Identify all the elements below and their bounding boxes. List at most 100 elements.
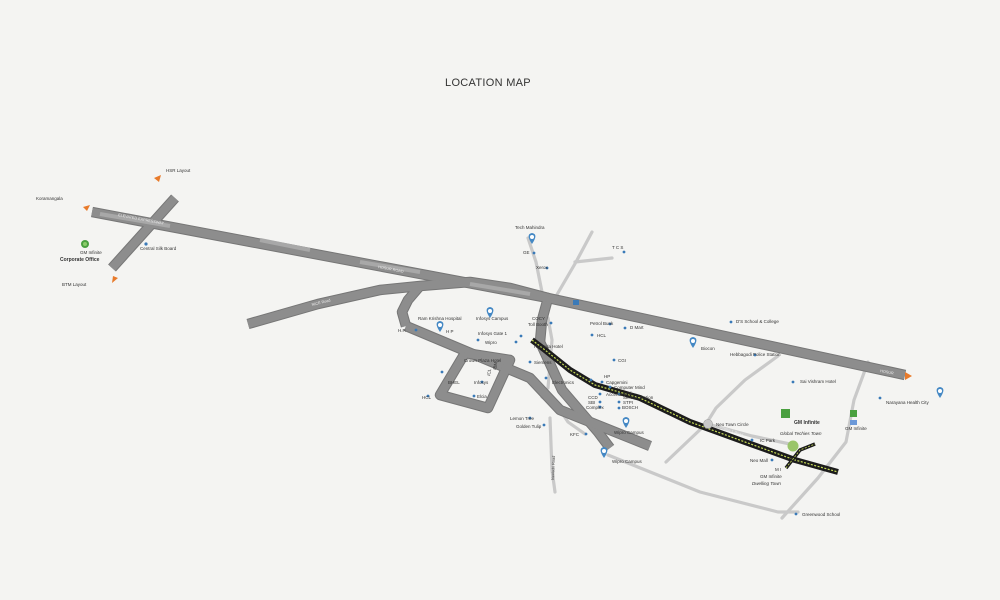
place-biocon: Biocon [701,346,715,351]
place-mind: Computer Mind [614,385,645,390]
arrow-hsr-icon [154,175,161,182]
road-narayana [780,360,870,520]
project-e-city[interactable]: GM Infinite [845,410,867,431]
place-hp-3: HP [604,374,610,379]
road-greenwood [606,453,800,514]
project-dwelling-label: Dwelling Town [752,481,781,486]
place-ibm: IBM [492,361,498,370]
place-hp-1: H.P. [398,328,406,333]
place-elcia: Elcia [477,394,487,399]
place-hcl-1: HCL [597,333,606,338]
place-ramada: Ramada Hotel [534,344,563,349]
arrow-btm-icon [112,276,118,283]
project-ecity-badge-icon [850,420,857,425]
project-dwelling[interactable]: GM Infinite Dwelling Town [752,440,799,487]
btm-layout-label: BTM Layout [62,282,87,287]
hp-pin-icon [436,321,444,332]
place-ca-tech: Capgemini [606,380,628,385]
place-hcl-2: HCL [422,395,431,400]
nice-road [246,277,550,329]
road-neeladri [548,416,557,494]
place-cocy: COCY [532,316,545,321]
place-xerox: Xerox [536,265,549,270]
phase-road-main [535,296,614,451]
project-gt-label: Global Techies Town [780,431,822,436]
hosur-road-label: HOSUR ROAD [378,265,404,274]
project-ecity-label: GM Infinite [845,426,867,431]
place-golden-tulip: Golden Tulip [516,424,542,429]
gm-infinite-logo-icon [81,240,89,248]
project-ecity-logo-icon [850,410,857,417]
koramangala-label: Koramangala [36,196,63,201]
road-neo-south [664,422,708,464]
place-service-station: Service Station [623,395,654,400]
nice-connector [397,283,424,328]
narayana-pin-icon [936,387,944,398]
main-roads [91,194,907,452]
place-infosys-2: Infosys [474,380,489,385]
minor-roads [526,230,870,520]
arrow-koramangala-icon [83,205,90,211]
place-narayana: Narayana Health City [886,400,930,405]
place-ds-school: D'S School & College [736,319,779,324]
project-global-techies[interactable]: GM Infinite Global Techies Town [780,409,822,436]
place-d-mart: D Mart [630,325,644,330]
place-hebbagodi: Hebbagodi Police Station [730,352,781,357]
place-neo-town: Neo Town Circle [716,422,749,427]
place-ccd: CCD [588,395,598,400]
place-wipro-campus-1: Wipro Campus [614,430,645,435]
place-tcs: T C S [612,245,623,250]
place-ram-krishna: Ram Krishna Hospital [418,316,462,321]
place-ic-park: IC Park [760,438,776,443]
biocon-pin-icon [689,337,697,348]
neo-town-circle-marker [703,419,713,429]
place-siemens: Siemens [534,360,552,365]
corporate-logo-text: GM Infinite [80,250,102,255]
place-central-silk-board: Central Silk Board [140,246,177,251]
place-electronics: Electronics [552,380,575,385]
place-tech-mahindra: Tech Mahindra [515,225,545,230]
project-logo-icon [781,409,790,418]
place-complex: Complex [586,405,605,410]
road-tcs-branch [573,256,614,264]
map-title: LOCATION MAP [445,77,531,89]
project-dwelling-logo-icon [787,440,799,452]
place-ge: GE [523,250,530,255]
place-bhel: BHEL [448,380,460,385]
project-dwelling-logo: GM Infinite [760,474,782,479]
place-kfc: KFC [570,432,580,437]
place-sai-vishram: Sai Vishram Hotel [800,379,836,384]
hsr-layout-label: HSR Layout [166,168,191,173]
road-tech-mahindra [526,236,544,294]
hosur-label: HOSUR [880,369,894,376]
project-gt-logo: GM Infinite [794,420,820,426]
place-infosys-campus: Infosys Campus [476,316,509,321]
silk-board-crossroad [108,195,179,271]
place-toll-booth: Toll Booth [528,322,548,327]
place-lemon-tree: Lemon Tree [510,416,535,421]
wipro-campus-1-pin-icon [622,417,630,428]
place-hp-2: H P [446,329,454,334]
road-neo-east [706,422,792,446]
corporate-office[interactable]: GM Infinite Corporate Office [60,240,102,263]
place-accenture: Accenture [606,392,627,397]
place-petrol-bunk: Petrol Bunk [590,321,614,326]
place-crown-plaza: Crown Plaza Hotel [464,358,501,363]
place-infosys-gate: Infosys Gate 1 [478,331,508,336]
place-neo-mall: Neo Mall [750,458,768,463]
place-wipro-campus-2: Wipro Campus [612,459,643,464]
place-ucl: ICL [486,368,492,376]
road-tcs [553,230,594,300]
place-m-i: M I [775,467,781,472]
metro-line [530,337,839,475]
road-hebbagodi [704,354,780,426]
place-dots [144,242,882,516]
phase-road-label: Phase 1 Road [720,425,744,437]
arrow-hosur-icon [905,372,912,380]
corporate-office-label: Corporate Office [60,257,100,263]
place-wipro: Wipro [485,340,497,345]
place-greenwood: Greenwood School [802,512,840,517]
place-bosch: BOSCH [622,405,638,410]
